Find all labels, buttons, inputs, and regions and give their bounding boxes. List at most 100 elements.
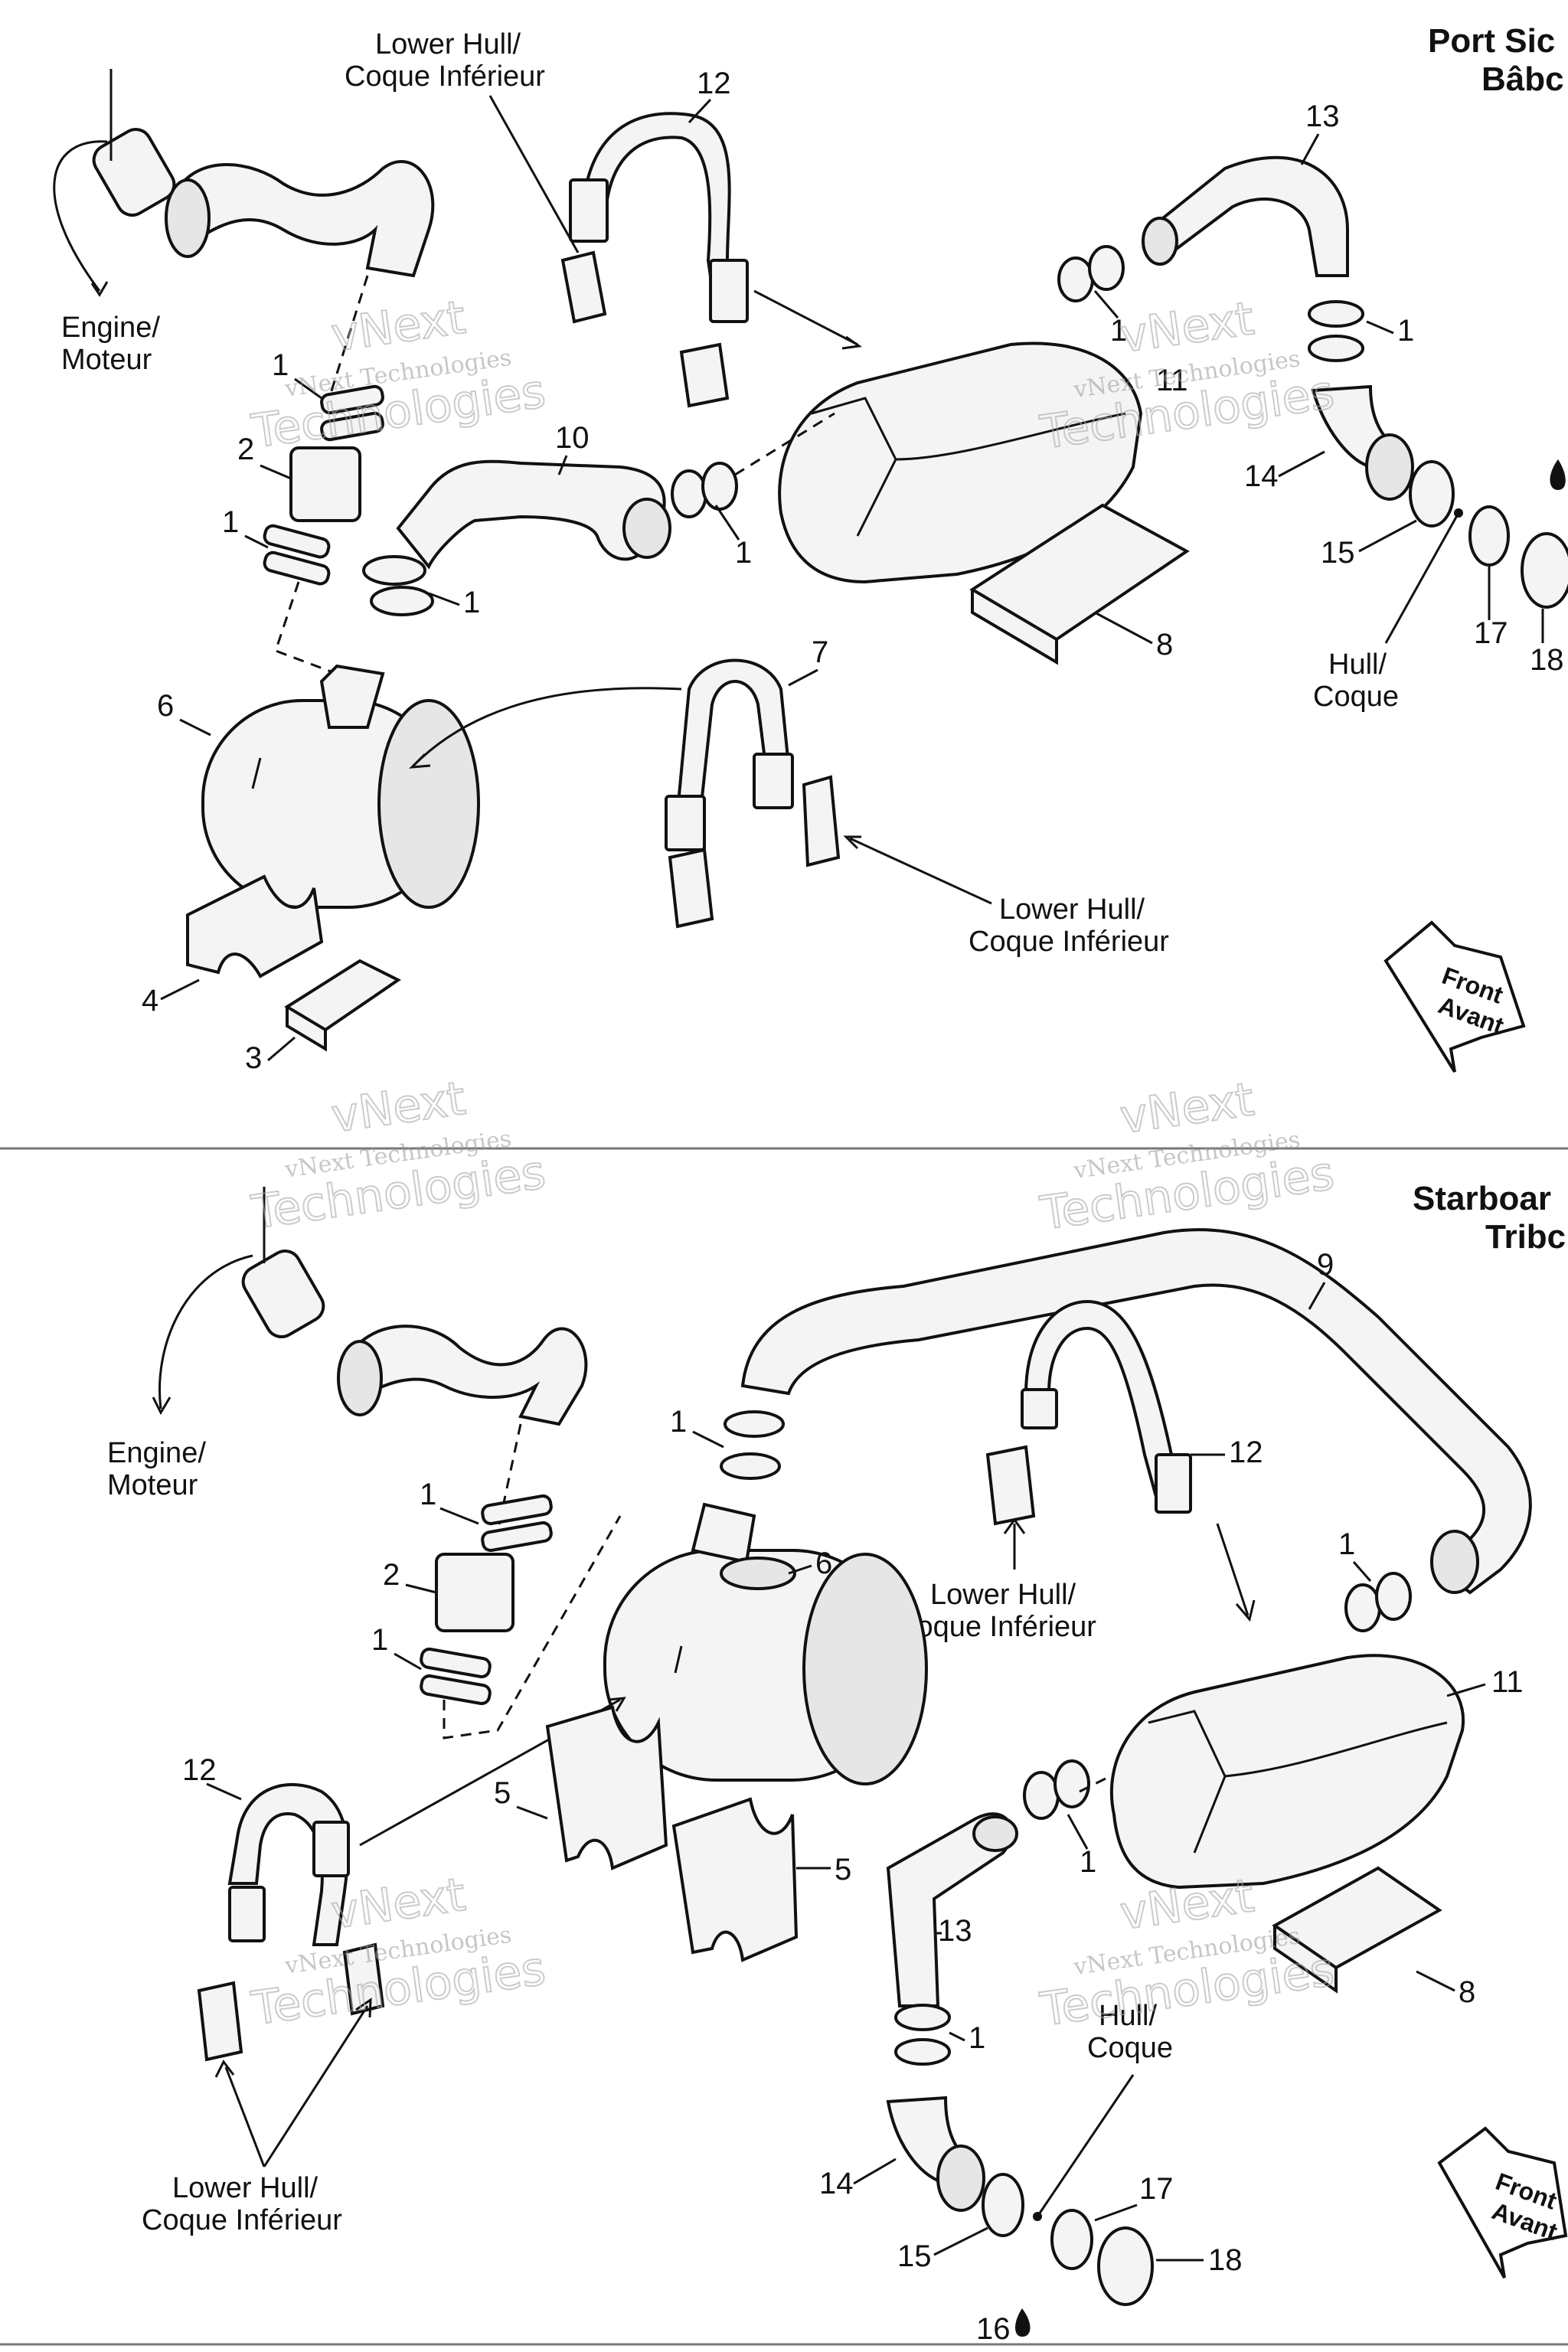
callout-1-s5: 1 xyxy=(1080,1845,1096,1879)
watermark-4: vNext vNext Technologies Technologies xyxy=(1036,1072,1338,1241)
lower-hull-label-top-fr: Coque Inférieur xyxy=(345,60,545,93)
hull-label-starboard-fr: Coque xyxy=(1087,2032,1173,2064)
callout-4: 4 xyxy=(142,984,158,1018)
mounting-bracket-upper xyxy=(985,1445,1036,1526)
engine-exhaust-manifold xyxy=(53,69,435,399)
gasket-ring-15-starboard xyxy=(982,2173,1024,2237)
hull-label-fr: Coque xyxy=(1313,681,1399,713)
callout-2: 2 xyxy=(237,433,254,466)
clamps-pair-lower-right xyxy=(894,2004,951,2066)
engine-label-starboard: Engine/ xyxy=(107,1437,206,1469)
callout-11: 11 xyxy=(1156,364,1188,397)
svg-text:vNext: vNext xyxy=(328,1072,469,1144)
callout-10: 10 xyxy=(555,421,590,455)
callout-1d: 1 xyxy=(735,536,752,570)
callout-17: 17 xyxy=(1474,616,1508,650)
callout-2-s: 2 xyxy=(383,1558,400,1592)
coupler-hose-starboard xyxy=(435,1553,514,1632)
lower-hull-label-top: Lower Hull/ xyxy=(375,28,521,60)
callout-7: 7 xyxy=(812,635,828,669)
callout-5b: 5 xyxy=(835,1853,851,1886)
exhaust-hose-13 xyxy=(1142,155,1349,277)
callout-6: 6 xyxy=(157,689,174,723)
exhaust-outlet-18 xyxy=(1521,532,1568,609)
watermark-6: vNext vNext Technologies Technologies xyxy=(1036,1868,1338,2037)
resonator-11 xyxy=(778,341,1143,584)
callout-13: 13 xyxy=(1305,100,1340,133)
strap-7 xyxy=(665,658,794,851)
callout-1b: 1 xyxy=(222,505,239,539)
muffler-support-5b xyxy=(671,1797,799,1962)
lower-hull-label-mid: Lower Hull/ xyxy=(999,893,1145,926)
svg-text:vNext: vNext xyxy=(1117,1073,1257,1145)
callout-1-s2: 1 xyxy=(420,1478,436,1511)
svg-text:vNext: vNext xyxy=(1117,1869,1257,1941)
callout-1f: 1 xyxy=(1397,314,1414,348)
elbow-14-outlet-starboard xyxy=(936,2145,985,2212)
callout-14-s: 14 xyxy=(819,2167,854,2200)
starboard-section: Starboar Tribc Engine/ Moteur 9 1 xyxy=(107,1180,1568,2346)
watermark-5: vNext vNext Technologies Technologies xyxy=(247,1867,549,2037)
callout-16: 16 xyxy=(976,2312,1011,2346)
muffler-support-5a xyxy=(545,1705,668,1870)
svg-text:vNext: vNext xyxy=(1117,292,1257,364)
mounting-bracket-mid-a xyxy=(668,848,714,929)
callout-6-s: 6 xyxy=(815,1547,832,1580)
callout-18-s: 18 xyxy=(1208,2243,1243,2277)
starboard-title: Starboar xyxy=(1413,1180,1551,1217)
lower-hull-label-a: Lower Hull/ xyxy=(930,1579,1076,1611)
engine-label-fr: Moteur xyxy=(61,344,152,376)
callout-1-s1: 1 xyxy=(670,1405,687,1439)
clamps-pair-near-13-right xyxy=(1308,300,1364,362)
svg-text:vNext: vNext xyxy=(328,291,469,363)
callout-15: 15 xyxy=(1321,536,1355,570)
engine-label: Engine/ xyxy=(61,312,160,344)
clamps-pair-near-9 xyxy=(720,1410,785,1480)
svg-text:vNext: vNext xyxy=(328,1868,469,1940)
foam-block-3 xyxy=(284,959,401,1052)
callout-12-s2: 12 xyxy=(182,1753,217,1787)
strap-12-starboard-upper xyxy=(1021,1299,1192,1514)
callout-1-s3: 1 xyxy=(371,1623,388,1657)
callout-18: 18 xyxy=(1530,643,1564,677)
mounting-bracket-lower-a xyxy=(197,1981,243,2062)
callout-1-s6: 1 xyxy=(969,2021,985,2055)
lower-hull-label-b: Lower Hull/ xyxy=(172,2172,318,2204)
callout-3: 3 xyxy=(245,1041,262,1075)
exhaust-hose-13-starboard xyxy=(886,1812,1018,2007)
callout-9: 9 xyxy=(1317,1248,1334,1282)
muffler-6 xyxy=(201,664,480,909)
clamps-pair-near-13-left xyxy=(1057,245,1125,302)
coupler-hose xyxy=(289,446,361,522)
engine-exhaust-manifold-starboard xyxy=(152,1187,588,1532)
watermark-3: vNext vNext Technologies Technologies xyxy=(247,1071,549,1240)
callout-12: 12 xyxy=(697,67,731,100)
foam-pad-8-starboard xyxy=(1272,1866,1442,1994)
mounting-bracket-top xyxy=(679,342,730,408)
callout-8-s: 8 xyxy=(1459,1975,1475,2009)
elbow-14-outlet xyxy=(1365,433,1414,501)
clamps-pair-upper-left xyxy=(320,384,384,442)
exhaust-outlet-18-starboard xyxy=(1097,2226,1154,2306)
mounting-bracket-mid-b xyxy=(802,775,841,867)
callout-8: 8 xyxy=(1156,628,1173,662)
sealant-drop-icon xyxy=(1550,459,1566,490)
starboard-title-fr: Tribc xyxy=(1485,1218,1566,1256)
callout-1c: 1 xyxy=(463,586,480,619)
callout-1-s4: 1 xyxy=(1338,1527,1355,1561)
exhaust-hose-10 xyxy=(396,459,671,570)
clamps-pair-lower-left xyxy=(263,524,331,586)
clamps-pair-right-of-10 xyxy=(671,462,738,518)
callout-15-s: 15 xyxy=(897,2239,932,2273)
muffler-support-4 xyxy=(186,874,324,978)
front-direction-arrow: Front Avant xyxy=(1383,920,1526,1073)
port-side-title: Port Sic xyxy=(1428,22,1555,60)
lower-hull-label-a-fr: Coque Inférieur xyxy=(896,1611,1096,1643)
strap-12 xyxy=(560,112,749,324)
muffler-6-starboard xyxy=(603,1502,928,1785)
clamps-pair-near-resonator xyxy=(1023,1759,1090,1820)
hull-label-starboard: Hull/ xyxy=(1099,2000,1157,2032)
port-side-section: Port Sic Bâbc Engine/ Moteur 1 2 xyxy=(53,22,1568,1075)
sealant-drop-icon-starboard xyxy=(1014,2308,1031,2337)
